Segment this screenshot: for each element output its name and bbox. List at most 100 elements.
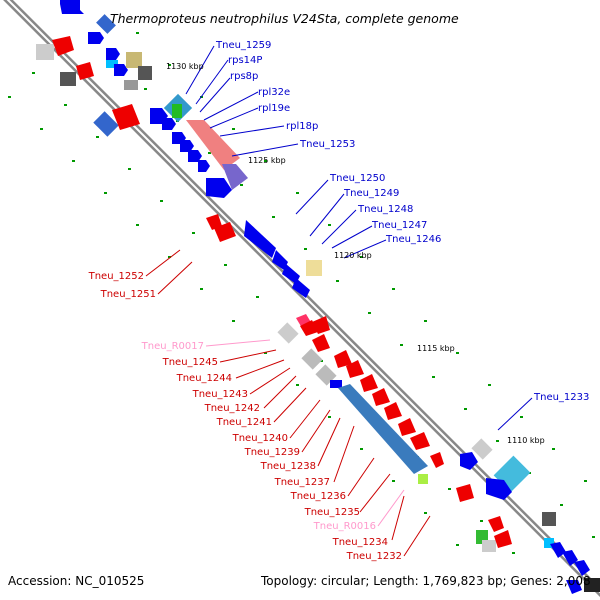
gene-block[interactable] [418, 474, 428, 484]
gene-arrow-forward[interactable] [460, 452, 478, 470]
gene-label[interactable]: Tneu_1244 [176, 373, 232, 384]
gene-arrow-forward[interactable] [282, 264, 300, 284]
gene-arrow-reverse[interactable] [456, 484, 474, 502]
gene-label[interactable]: Tneu_1250 [329, 173, 385, 184]
gene-arrow-reverse[interactable] [52, 36, 74, 56]
gene-arrow-forward[interactable] [206, 178, 232, 198]
gene-arrow-forward[interactable] [114, 64, 128, 76]
gene-arrow-reverse[interactable] [312, 334, 330, 352]
gene-label[interactable]: Tneu_1233 [533, 392, 589, 403]
gene-label[interactable]: Tneu_1245 [162, 357, 218, 368]
gene-arrow-forward[interactable] [106, 48, 120, 60]
ruler-tick [480, 520, 483, 522]
reverse-gene-labels: Tneu_1252 Tneu_1251 Tneu_R0017 Tneu_1245… [88, 271, 402, 562]
gene-label[interactable]: Tneu_1246 [385, 234, 441, 245]
gene-label[interactable]: Tneu_1236 [290, 491, 346, 502]
gene-label[interactable]: rps8p [230, 71, 258, 82]
gene-arrow-reverse[interactable] [346, 360, 364, 378]
gene-arrow-reverse[interactable] [410, 432, 430, 450]
gene-block[interactable] [96, 14, 116, 34]
ruler-tick [456, 352, 459, 354]
gene-arrow-reverse[interactable] [334, 350, 352, 368]
gene-arrow-reverse[interactable] [372, 388, 390, 406]
gene-label[interactable]: Tneu_R0017 [141, 341, 204, 352]
gene-arrow-reverse[interactable] [360, 374, 378, 392]
gene-label[interactable]: Tneu_1251 [100, 289, 156, 300]
gene-block[interactable] [138, 66, 152, 80]
gene-block[interactable] [330, 380, 342, 388]
ruler-tick [208, 152, 211, 154]
gene-label[interactable]: Tneu_1248 [357, 204, 413, 215]
gene-arrow-forward[interactable] [550, 542, 566, 558]
ruler-tick [368, 312, 371, 314]
gene-arrow-forward[interactable] [188, 150, 202, 162]
gene-arrow-forward[interactable] [574, 560, 590, 576]
gene-label[interactable]: Tneu_1240 [232, 433, 288, 444]
gene-arrow-reverse[interactable] [398, 418, 416, 436]
map-title: Thermoproteus neutrophilus V24Sta, compl… [110, 11, 459, 26]
gene-arrow-forward[interactable] [88, 32, 104, 44]
gene-label[interactable]: rpl18p [286, 121, 318, 132]
gene-block-diagonal[interactable] [186, 120, 240, 170]
gene-label[interactable]: Tneu_R0016 [313, 521, 376, 532]
gene-arrow-forward[interactable] [180, 140, 194, 152]
ruler-tick [584, 480, 587, 482]
gene-block[interactable] [544, 538, 554, 548]
ruler-tick [304, 248, 307, 250]
gene-block[interactable] [93, 111, 119, 137]
gene-arrow-forward[interactable] [162, 118, 176, 130]
ruler-tick [240, 184, 243, 186]
gene-label[interactable]: Tneu_1259 [215, 40, 271, 51]
gene-label[interactable]: Tneu_1239 [244, 447, 300, 458]
gene-block[interactable] [106, 60, 118, 68]
gene-arrow-forward[interactable] [198, 160, 210, 172]
gene-arrow-reverse[interactable] [206, 214, 222, 230]
gene-block[interactable] [482, 540, 496, 552]
gene-label[interactable]: Tneu_1238 [260, 461, 316, 472]
gene-arrow-reverse[interactable] [112, 104, 140, 130]
gene-block[interactable] [124, 80, 138, 90]
gene-block[interactable] [471, 438, 493, 460]
gene-arrow-reverse[interactable] [384, 402, 402, 420]
gene-label[interactable]: Tneu_1234 [332, 537, 388, 548]
gene-arrow-reverse[interactable] [214, 222, 236, 242]
gene-arrow-reverse[interactable] [430, 452, 444, 468]
gene-label[interactable]: Tneu_1237 [274, 477, 330, 488]
gene-arrow-forward[interactable] [272, 250, 288, 270]
gene-block[interactable] [277, 322, 299, 344]
ruler-tick [192, 232, 195, 234]
gene-label[interactable]: Tneu_1253 [299, 139, 355, 150]
gene-label[interactable]: rpl32e [258, 87, 290, 98]
gene-block[interactable] [584, 578, 600, 592]
ruler-tick [256, 296, 259, 298]
gene-label[interactable]: Tneu_1241 [216, 417, 272, 428]
gene-block[interactable] [60, 72, 76, 86]
gene-arrow-reverse[interactable] [494, 530, 512, 548]
gene-label[interactable]: Tneu_1235 [304, 507, 360, 518]
gene-label[interactable]: Tneu_1247 [371, 220, 427, 231]
gene-arrow-reverse[interactable] [312, 316, 330, 334]
gene-label[interactable]: rpl19e [258, 103, 290, 114]
gene-arrow-forward[interactable] [60, 0, 84, 14]
ruler-tick [512, 552, 515, 554]
gene-block-diagonal[interactable] [222, 164, 248, 190]
gene-arrow-forward[interactable] [244, 220, 276, 258]
gene-label[interactable]: Tneu_1252 [88, 271, 144, 282]
gene-label[interactable]: Tneu_1232 [346, 551, 402, 562]
gene-label[interactable]: Tneu_1249 [343, 188, 399, 199]
gene-block[interactable] [306, 260, 322, 276]
gene-block[interactable] [542, 512, 556, 526]
gene-arrow-forward[interactable] [566, 580, 582, 594]
gene-label[interactable]: rps14P [228, 55, 262, 66]
gene-arrow-forward[interactable] [292, 278, 310, 298]
gene-arrow-reverse[interactable] [76, 62, 94, 80]
gene-block[interactable] [126, 52, 142, 68]
gene-block-diagonal[interactable] [338, 384, 428, 474]
gene-label[interactable]: Tneu_1242 [204, 403, 260, 414]
gene-block[interactable] [301, 348, 323, 370]
gene-label[interactable]: Tneu_1243 [192, 389, 248, 400]
gene-arrow-forward[interactable] [486, 478, 512, 500]
gene-block[interactable] [36, 44, 54, 60]
gene-block[interactable] [172, 104, 182, 118]
gene-arrow-reverse[interactable] [488, 516, 504, 532]
